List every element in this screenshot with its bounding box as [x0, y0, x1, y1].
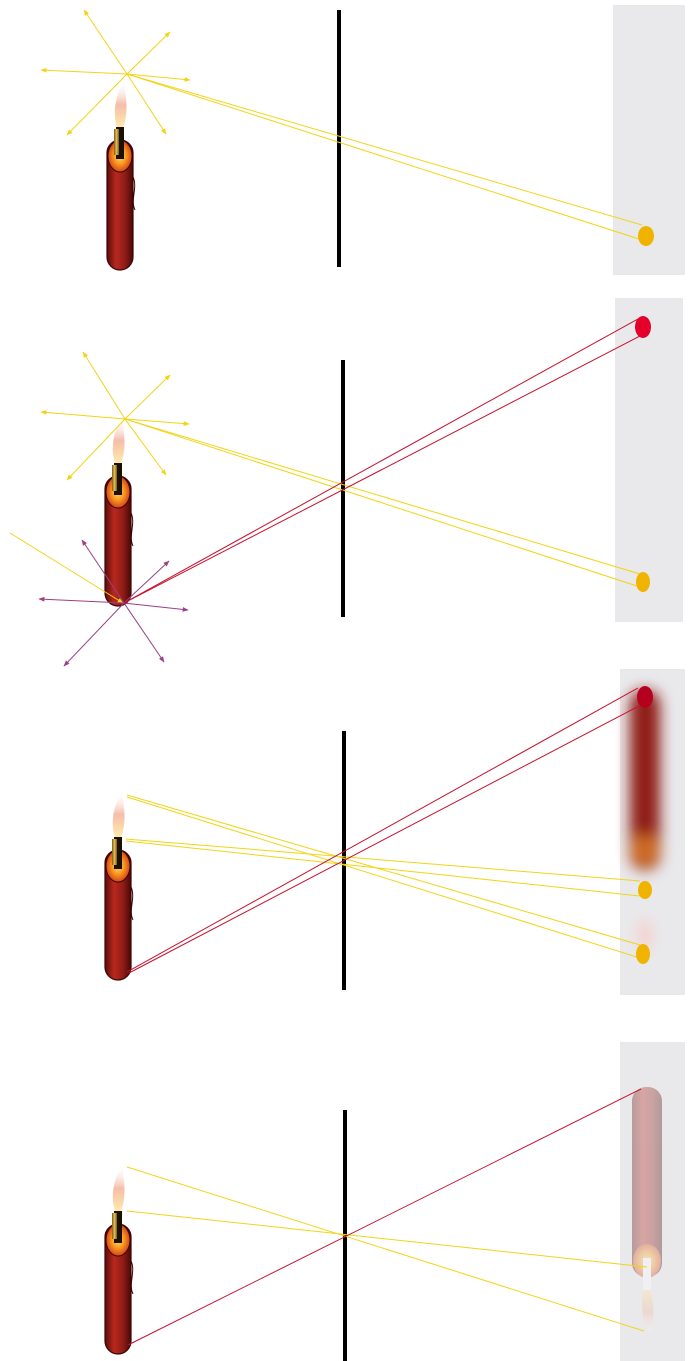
red-spot	[637, 686, 653, 708]
panel-single-point-source	[40, 5, 685, 275]
panel-large-aperture-blur	[104, 669, 685, 995]
flame-rays	[125, 794, 641, 959]
yellow-spot	[636, 572, 650, 592]
candle-icon	[104, 1166, 134, 1355]
red-rays	[123, 318, 641, 604]
candle-icon	[104, 792, 134, 981]
yellow-spot	[636, 944, 650, 964]
blurred-inverted-image	[630, 690, 660, 951]
red-rays	[126, 687, 642, 974]
top-point-rays	[9, 351, 641, 604]
red-spot	[635, 316, 651, 338]
yellow-spot	[638, 226, 654, 246]
single-rays	[126, 1088, 648, 1346]
inverted-candle-image	[632, 1087, 662, 1335]
projection-screen	[615, 298, 683, 622]
candle-icon	[106, 82, 136, 271]
panel-pinhole-inverted-image	[104, 1042, 685, 1361]
yellow-spot	[638, 881, 652, 899]
candle-icon	[104, 418, 134, 607]
point-source-rays	[40, 9, 643, 241]
bottom-point-rays	[38, 539, 189, 667]
panel-two-point-sources	[9, 298, 683, 667]
